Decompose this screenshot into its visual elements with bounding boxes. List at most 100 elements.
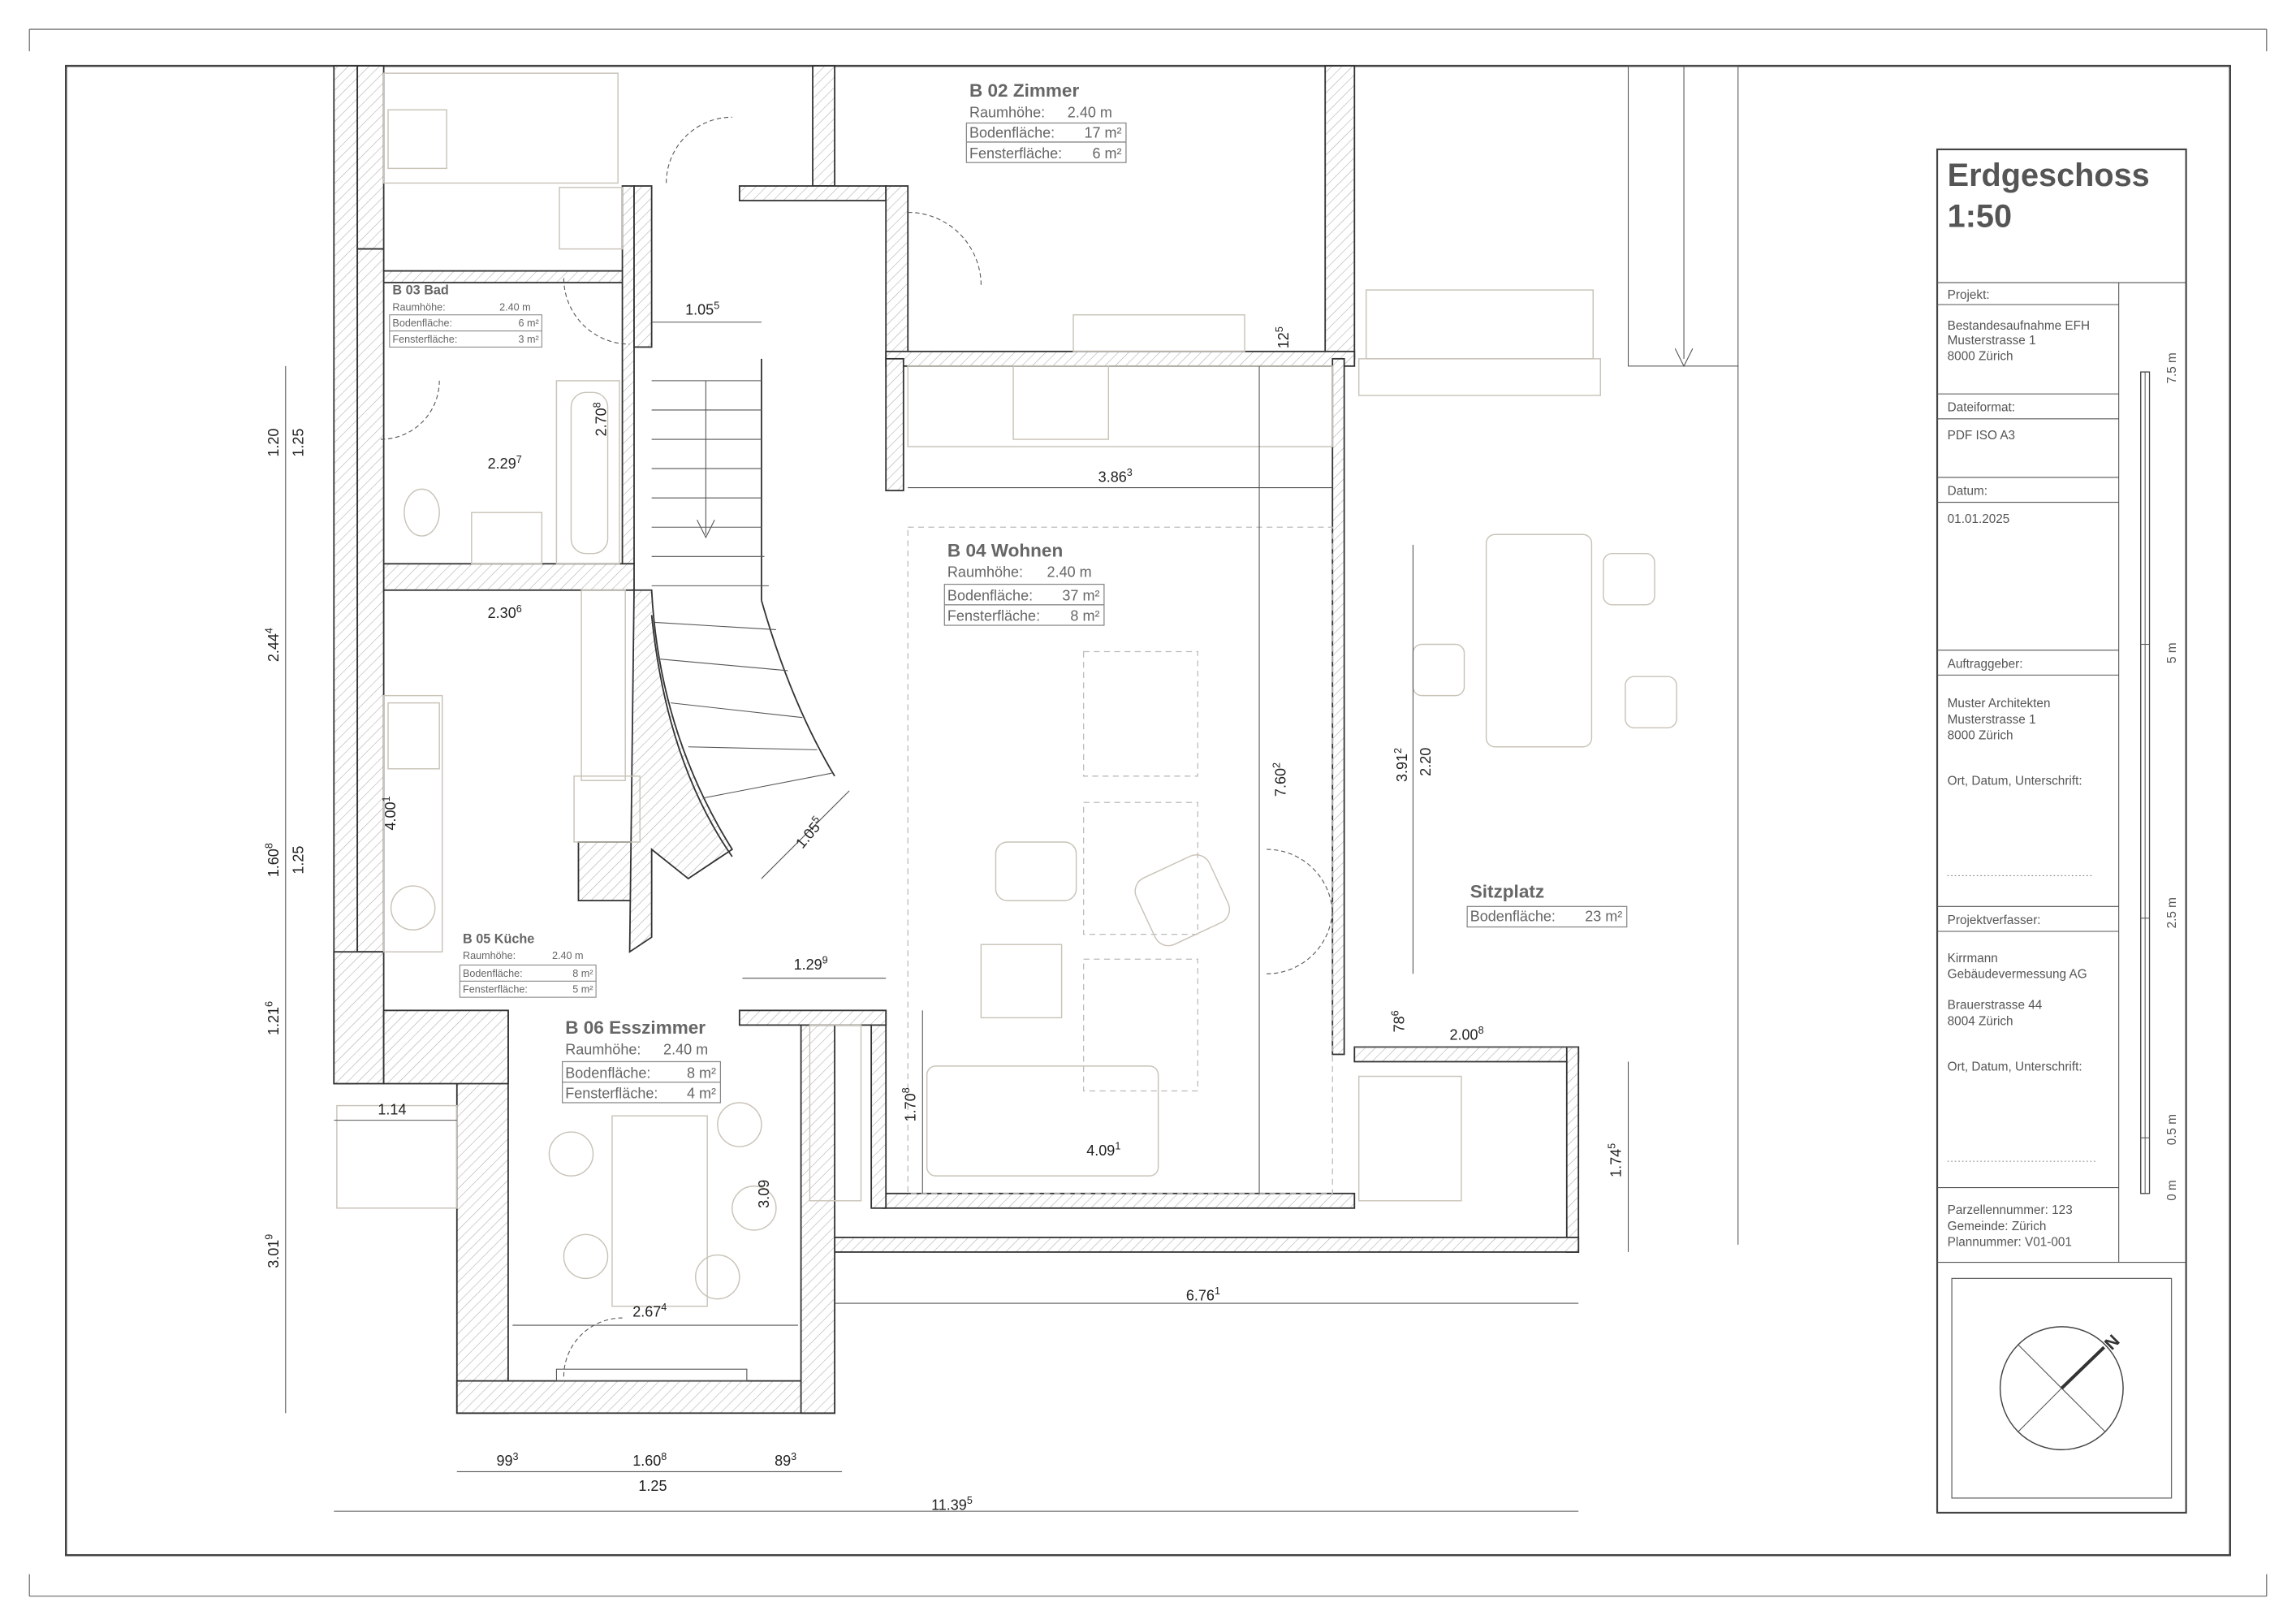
svg-text:1.299: 1.299: [794, 955, 828, 973]
svg-text:2.297: 2.297: [488, 454, 522, 472]
svg-text:Bodenfläche:: Bodenfläche:: [969, 125, 1055, 141]
svg-text:1.14: 1.14: [378, 1101, 406, 1117]
svg-text:Gebäudevermessung AG: Gebäudevermessung AG: [1948, 968, 2087, 982]
svg-text:8004 Zürich: 8004 Zürich: [1948, 1014, 2013, 1028]
svg-text:Bestandesaufnahme EFH: Bestandesaufnahme EFH: [1948, 319, 2090, 333]
doors: [381, 116, 1333, 1382]
svg-text:37 m²: 37 m²: [1062, 587, 1099, 603]
svg-text:01.01.2025: 01.01.2025: [1948, 512, 2010, 526]
svg-text:8 m²: 8 m²: [1070, 608, 1099, 624]
svg-text:2.40 m: 2.40 m: [1047, 564, 1092, 581]
svg-text:8 m²: 8 m²: [572, 968, 593, 979]
svg-text:3.863: 3.863: [1098, 467, 1133, 485]
svg-text:Dateiformat:: Dateiformat:: [1948, 401, 2015, 415]
svg-text:2.40 m: 2.40 m: [552, 950, 584, 961]
svg-text:8 m²: 8 m²: [687, 1065, 716, 1081]
room-label-b06: B 06 Esszimmer Raumhöhe:2.40 m Bodenfläc…: [561, 1017, 722, 1104]
svg-text:Datum:: Datum:: [1948, 485, 1987, 499]
svg-text:7.5 m: 7.5 m: [2165, 352, 2179, 383]
svg-text:7.602: 7.602: [1271, 762, 1288, 797]
svg-text:1.608: 1.608: [264, 843, 282, 877]
svg-text:1.055: 1.055: [791, 814, 826, 852]
svg-text:Raumhöhe:: Raumhöhe:: [392, 301, 445, 313]
svg-text:Sitzplatz: Sitzplatz: [1470, 882, 1544, 902]
svg-text:8000 Zürich: 8000 Zürich: [1948, 350, 2013, 364]
svg-text:1.25: 1.25: [290, 846, 306, 875]
svg-text:17 m²: 17 m²: [1084, 125, 1121, 141]
svg-text:11.395: 11.395: [931, 1495, 973, 1513]
svg-text:125: 125: [1274, 326, 1292, 348]
svg-text:Gemeinde: Zürich: Gemeinde: Zürich: [1948, 1220, 2047, 1233]
svg-text:B 04 Wohnen: B 04 Wohnen: [947, 540, 1063, 560]
room-label-sitzplatz: Sitzplatz Bodenfläche:23 m²: [1466, 882, 1628, 928]
svg-text:6.761: 6.761: [1186, 1285, 1220, 1303]
north-arrow: N: [1951, 1277, 2173, 1499]
svg-text:1.708: 1.708: [900, 1087, 918, 1121]
staircase: [650, 65, 1739, 1245]
svg-text:Plannummer: V01-001: Plannummer: V01-001: [1948, 1236, 2072, 1250]
svg-text:5 m: 5 m: [2165, 642, 2179, 663]
svg-text:Auftraggeber:: Auftraggeber:: [1948, 657, 2023, 671]
svg-text:2.708: 2.708: [592, 402, 610, 436]
dimension-labels: 1.055 2.297 2.708 2.306 3.863 125 1.20 1…: [264, 300, 1625, 1514]
svg-text:Bodenfläche:: Bodenfläche:: [392, 317, 452, 329]
svg-text:Raumhöhe:: Raumhöhe:: [969, 104, 1045, 120]
svg-text:6 m²: 6 m²: [1092, 145, 1121, 162]
svg-text:0 m: 0 m: [2165, 1180, 2179, 1201]
svg-text:3 m²: 3 m²: [519, 334, 539, 345]
svg-text:Projektverfasser:: Projektverfasser:: [1948, 914, 2041, 927]
svg-text:2.008: 2.008: [1450, 1025, 1484, 1043]
svg-text:4 m²: 4 m²: [687, 1086, 716, 1102]
svg-text:0.5 m: 0.5 m: [2165, 1114, 2179, 1145]
svg-text:Parzellennummer: 123: Parzellennummer: 123: [1948, 1203, 2073, 1217]
svg-text:993: 993: [496, 1451, 518, 1469]
svg-text:1.745: 1.745: [1606, 1143, 1624, 1177]
svg-text:2.40 m: 2.40 m: [663, 1041, 708, 1057]
svg-text:B 02 Zimmer: B 02 Zimmer: [969, 80, 1079, 101]
svg-text:5 m²: 5 m²: [572, 984, 593, 996]
svg-text:Fensterfläche:: Fensterfläche:: [947, 608, 1040, 624]
svg-text:Musterstrasse 1: Musterstrasse 1: [1948, 713, 2036, 727]
room-label-b04: B 04 Wohnen Raumhöhe:2.40 m Bodenfläche:…: [943, 540, 1105, 626]
svg-text:2.20: 2.20: [1418, 748, 1434, 776]
svg-text:Ort, Datum, Unterschrift:: Ort, Datum, Unterschrift:: [1948, 775, 2082, 788]
svg-text:6 m²: 6 m²: [519, 317, 539, 329]
svg-text:Kirrmann: Kirrmann: [1948, 952, 1998, 965]
walls: [333, 65, 1580, 1415]
svg-text:1.20: 1.20: [265, 429, 282, 457]
title-block: Erdgeschoss 1:50 Projekt: Bestandesaufna…: [1936, 148, 2187, 1514]
svg-text:Ort, Datum, Unterschrift:: Ort, Datum, Unterschrift:: [1948, 1060, 2082, 1073]
svg-text:Raumhöhe:: Raumhöhe:: [463, 950, 516, 961]
svg-text:8000 Zürich: 8000 Zürich: [1948, 729, 2013, 743]
room-label-b02: B 02 Zimmer Raumhöhe: 2.40 m Bodenfläche:…: [965, 80, 1127, 163]
furniture: [336, 72, 1677, 1307]
svg-text:2.674: 2.674: [632, 1302, 667, 1320]
svg-text:2.40 m: 2.40 m: [499, 301, 531, 313]
svg-text:PDF ISO A3: PDF ISO A3: [1948, 429, 2015, 443]
svg-text:3.09: 3.09: [756, 1180, 772, 1208]
scale-bar: 7.5 m 5 m 2.5 m 0.5 m 0 m: [2140, 352, 2179, 1201]
svg-text:Bodenfläche:: Bodenfläche:: [463, 968, 523, 979]
svg-text:2.444: 2.444: [264, 628, 282, 662]
svg-text:1.25: 1.25: [638, 1478, 667, 1494]
sheet-frame: [28, 28, 2268, 1597]
svg-text:1.216: 1.216: [264, 1001, 282, 1035]
svg-text:2.5 m: 2.5 m: [2165, 897, 2179, 928]
north-label: N: [2100, 1330, 2124, 1354]
room-label-b03: B 03 Bad Raumhöhe:2.40 m Bodenfläche:6 m…: [389, 283, 542, 348]
svg-text:893: 893: [775, 1451, 796, 1469]
svg-text:786: 786: [1389, 1010, 1407, 1032]
svg-text:Musterstrasse 1: Musterstrasse 1: [1948, 334, 2036, 348]
svg-text:1.055: 1.055: [685, 300, 719, 318]
svg-text:Raumhöhe:: Raumhöhe:: [565, 1041, 641, 1057]
svg-text:Fensterfläche:: Fensterfläche:: [392, 334, 457, 345]
svg-text:4.091: 4.091: [1086, 1141, 1120, 1159]
svg-text:B 05 Küche: B 05 Küche: [463, 931, 534, 946]
svg-text:Projekt:: Projekt:: [1948, 288, 1990, 302]
svg-text:Bodenfläche:: Bodenfläche:: [565, 1065, 650, 1081]
svg-text:2.40 m: 2.40 m: [1068, 104, 1112, 120]
svg-text:Erdgeschoss: Erdgeschoss: [1948, 158, 2150, 193]
svg-text:Fensterfläche:: Fensterfläche:: [463, 984, 528, 996]
svg-text:23 m²: 23 m²: [1585, 908, 1622, 924]
room-label-b05: B 05 Küche Raumhöhe: 2.40 m Bodenfläche: 8…: [459, 931, 597, 998]
